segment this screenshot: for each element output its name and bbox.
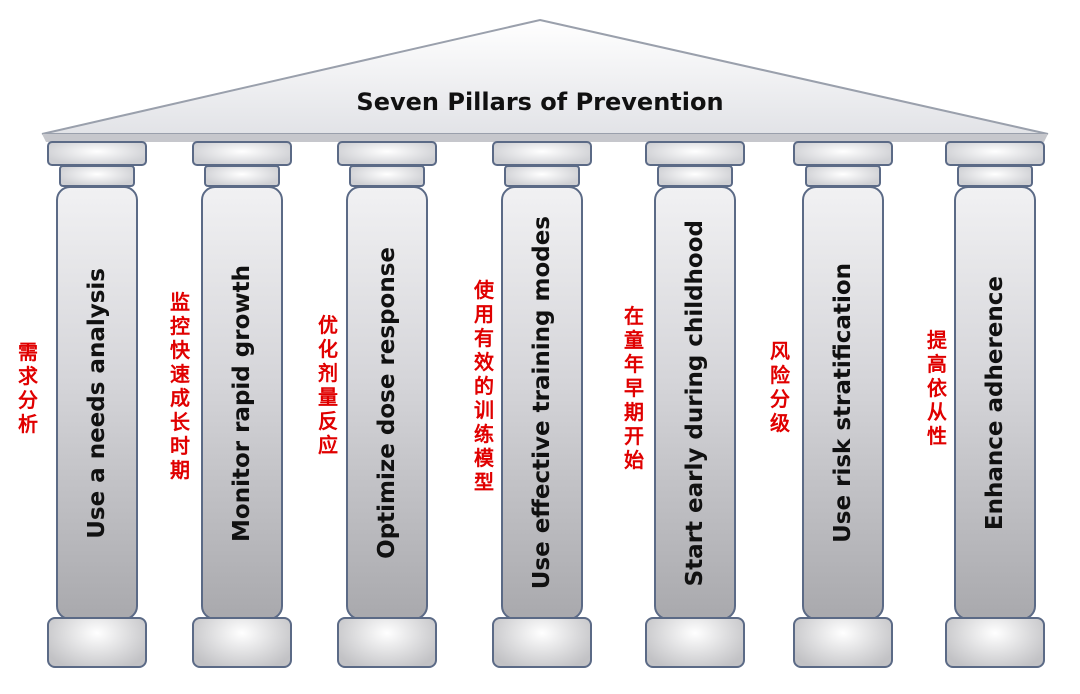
pillar-label: Optimize dose response [374,247,400,559]
pillar-chinese-label: 在童年早期开始 [624,304,644,472]
pillar-neck [204,165,280,187]
pillar-chinese-label: 使用有效的训练模型 [474,278,494,494]
pillar: Optimize dose response [337,141,437,668]
pillar-chinese-label: 监控快速成长时期 [170,290,190,482]
pillar-label: Start early during childhood [682,219,708,587]
pillar-neck [349,165,425,187]
pillar-base [645,617,745,668]
pillar-base [793,617,893,668]
diagram-title: Seven Pillars of Prevention [356,88,724,116]
pillar: Start early during childhood [645,141,745,668]
roof [41,18,1049,142]
pillar-shaft: Use risk stratification [802,186,884,620]
pillar-label: Monitor rapid growth [229,264,255,542]
pillar-shaft: Optimize dose response [346,186,428,620]
pillar-shaft: Use effective training modes [501,186,583,620]
pillar-base [945,617,1045,668]
pillar-shaft: Use a needs analysis [56,186,138,620]
pillar-chinese-label: 优化剂量反应 [318,313,338,457]
pillar-neck [957,165,1033,187]
pillar-neck [805,165,881,187]
pillar-shaft: Monitor rapid growth [201,186,283,620]
pillar-neck [657,165,733,187]
pillar: Monitor rapid growth [192,141,292,668]
pillar: Use risk stratification [793,141,893,668]
pillar-base [47,617,147,668]
pillar: Use effective training modes [492,141,592,668]
pillar-capital [492,141,592,166]
pillar: Enhance adherence [945,141,1045,668]
pillar-label: Use risk stratification [830,263,856,543]
pillar-neck [59,165,135,187]
pillar-shaft: Start early during childhood [654,186,736,620]
pillar-shaft: Enhance adherence [954,186,1036,620]
pillar-base [337,617,437,668]
pillar-capital [192,141,292,166]
pillar-capital [645,141,745,166]
pillar: Use a needs analysis [47,141,147,668]
pillar-base [492,617,592,668]
pillar-capital [945,141,1045,166]
pillar-label: Enhance adherence [982,275,1008,531]
pillar-capital [337,141,437,166]
pillar-base [192,617,292,668]
pillar-chinese-label: 风险分级 [770,339,790,435]
pillar-chinese-label: 提高依从性 [927,328,947,448]
pillar-label: Use a needs analysis [84,267,110,539]
pillar-capital [47,141,147,166]
pillar-capital [793,141,893,166]
pillar-neck [504,165,580,187]
pillar-chinese-label: 需求分析 [18,340,38,436]
pillar-label: Use effective training modes [529,216,555,590]
